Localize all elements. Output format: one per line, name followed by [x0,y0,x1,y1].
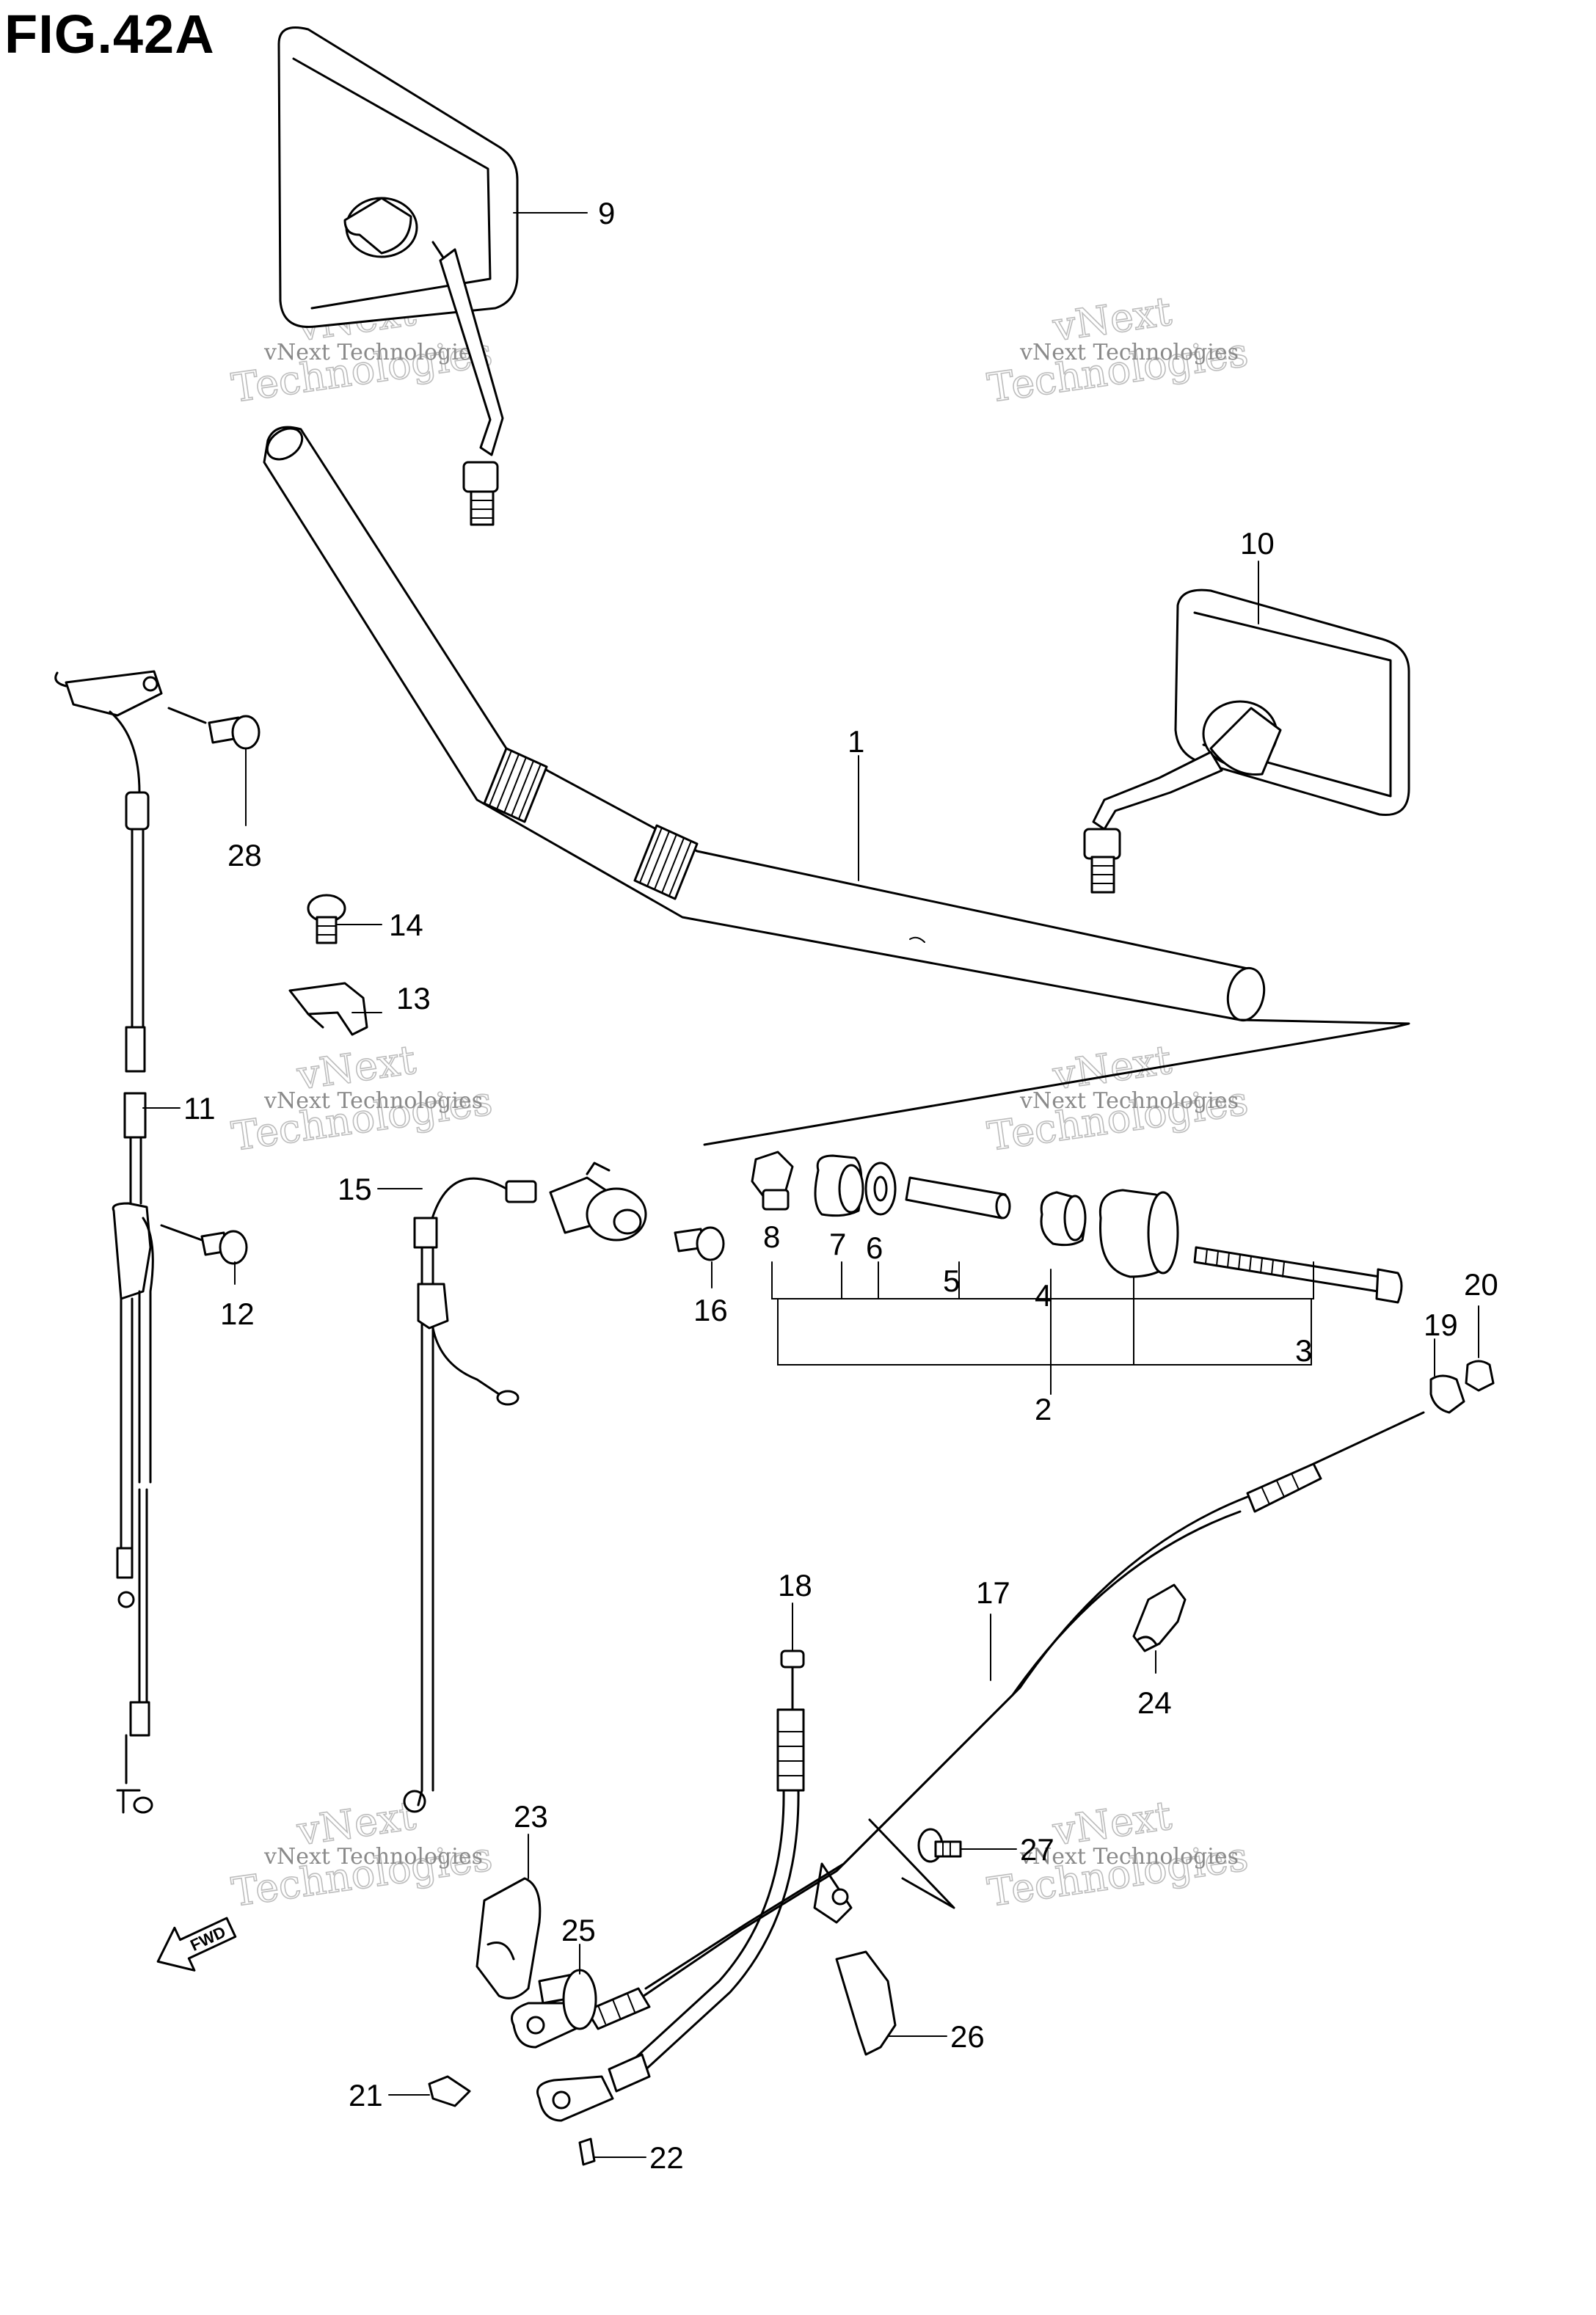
set-2-bracket [771,1261,1314,1395]
balancer-parts-drawing [751,1151,1403,1304]
callout-8: 8 [763,1220,780,1254]
brake-cable-drawing [536,1649,805,2122]
callout-7: 7 [829,1227,846,1261]
callout-9: 9 [598,196,615,230]
callout-18: 18 [778,1568,812,1603]
callout-2: 2 [1035,1392,1052,1426]
callout-14: 14 [389,908,423,942]
callout-27: 27 [1020,1832,1054,1867]
svg-text:vNext Technologies: vNext Technologies [1019,1088,1239,1114]
sleeve-5-drawing [905,1176,1011,1220]
svg-text:vNext Technologies: vNext Technologies [263,340,483,365]
svg-text:vNext Technologies: vNext Technologies [263,1844,483,1870]
callout-3: 3 [1295,1333,1312,1368]
cable-end-19-drawing [1429,1374,1465,1414]
svg-text:vNext Technologies: vNext Technologies [263,1088,483,1114]
svg-text:vNext Technologies: vNext Technologies [1019,340,1239,365]
bracket-block-23-drawing [475,1877,542,1999]
callout-17: 17 [976,1575,1010,1610]
bolt-14-drawing [307,894,346,944]
choke-cable-drawing [403,1162,647,1813]
watermark: Technologies vNext vNext Technologies [984,1036,1251,1161]
right-mirror-drawing [1083,588,1410,894]
pin-21-drawing [428,2075,471,2107]
callout-20: 20 [1464,1267,1498,1302]
callout-13: 13 [396,981,431,1016]
knurl-left [483,747,548,823]
svg-text:vNext Technologies: vNext Technologies [1019,1844,1239,1870]
collar-7-drawing [814,1154,864,1217]
callout-10: 10 [1240,526,1275,561]
clutch-cable-drawing [511,1411,1425,2049]
screw-12-drawing [160,1224,248,1265]
callout-21: 21 [349,2078,383,2112]
watermark: Technologies vNext vNext Technologies [228,1036,495,1161]
watermark-group: Technologies vNext vNext Technologies Te… [228,288,1251,1917]
washer-6-drawing [864,1162,897,1216]
bolt-25-drawing [538,1969,597,2030]
watermark: Technologies vNext vNext Technologies [228,1792,495,1917]
callout-23: 23 [514,1799,548,1834]
callout-6: 6 [866,1231,883,1265]
cable-guide-24-drawing [1132,1583,1187,1652]
clamp-13-drawing [288,982,368,1036]
cotter-pin-22-drawing [578,2137,596,2166]
leader-lines [142,212,1479,2158]
screw-16-drawing [674,1226,725,1261]
weight-4-drawing [1040,1191,1087,1247]
callout-26: 26 [950,2019,985,2054]
callout-24: 24 [1137,1685,1172,1720]
throttle-cable-drawing [54,670,163,1814]
callout-1: 1 [848,724,864,759]
callout-labels: 9 1 10 28 14 13 11 15 12 16 8 7 6 5 4 3 … [183,196,1498,2175]
cap-20-drawing [1465,1360,1495,1392]
figure-title: FIG.42A [4,4,215,65]
nut-8-drawing [751,1151,794,1211]
bolt-27-drawing [917,1828,962,1863]
screw-3-drawing [1193,1246,1403,1304]
left-mirror-drawing [277,26,519,526]
callout-5: 5 [943,1264,960,1298]
callout-22: 22 [649,2140,684,2175]
fwd-arrow: FWD [156,1917,237,1972]
callout-16: 16 [693,1293,728,1327]
bolt-28-drawing [167,707,260,750]
callout-12: 12 [220,1297,255,1331]
callout-15: 15 [338,1172,372,1206]
weight-large-drawing [1098,1189,1179,1278]
callout-28: 28 [227,838,262,872]
watermark: Technologies vNext vNext Technologies [984,288,1251,412]
handlebar-drawing [263,426,1410,1146]
callout-11: 11 [183,1091,216,1126]
callout-19: 19 [1424,1308,1458,1342]
callout-25: 25 [561,1913,596,1947]
callout-4: 4 [1035,1278,1052,1313]
knurl-right [633,824,699,900]
